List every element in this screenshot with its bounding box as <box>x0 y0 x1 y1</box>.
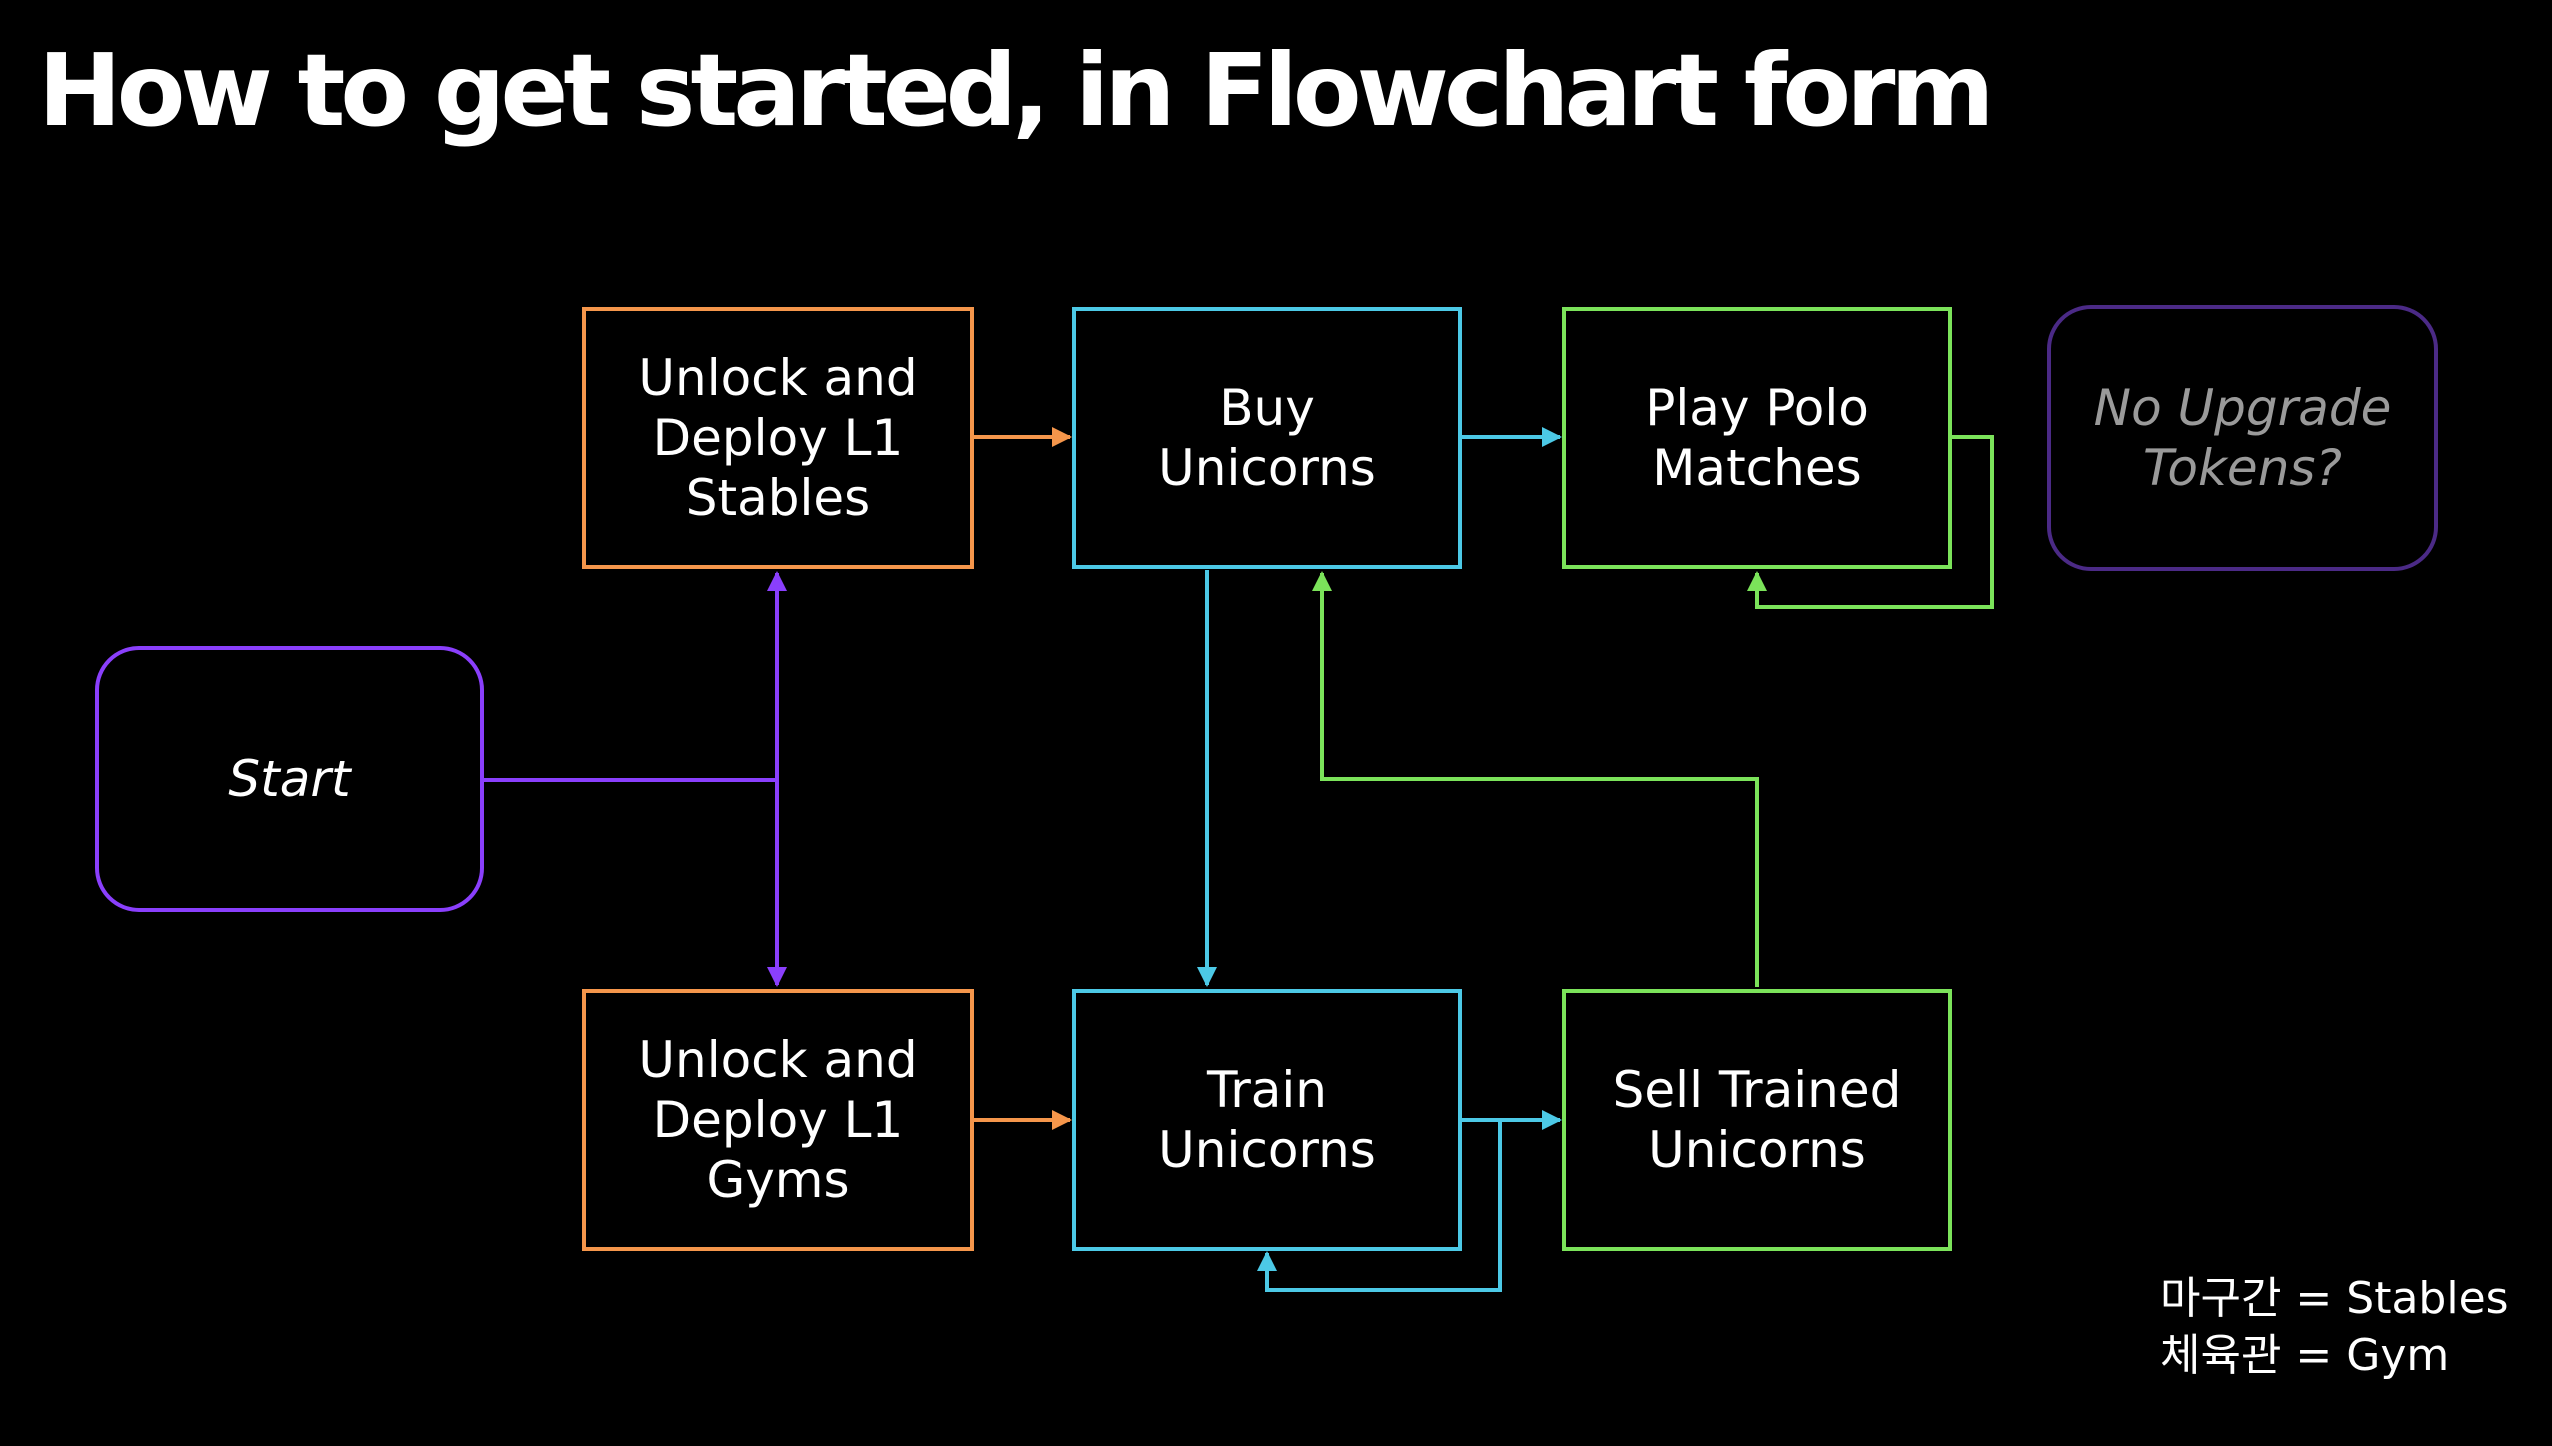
node-start-label: Start <box>228 750 351 808</box>
edge-sell-to-buy <box>1312 571 1759 987</box>
node-unlock-stables: Unlock and Deploy L1 Stables <box>582 307 974 569</box>
legend-stables: 마구간 = Stables <box>2160 1273 2509 1324</box>
node-buy-unicorns: Buy Unicorns <box>1072 307 1462 569</box>
node-play-polo: Play Polo Matches <box>1562 307 1952 569</box>
slide-title: How to get started, in Flowchart form <box>38 32 1995 149</box>
edge-train-loop <box>1257 1120 1502 1292</box>
node-unlock-gyms-label: Unlock and Deploy L1 Gyms <box>638 1031 918 1209</box>
node-no-upgrade-tokens: No Upgrade Tokens? <box>2047 305 2438 571</box>
node-unlock-stables-label: Unlock and Deploy L1 Stables <box>638 349 918 527</box>
node-unlock-gyms: Unlock and Deploy L1 Gyms <box>582 989 974 1251</box>
node-train-unicorns: Train Unicorns <box>1072 989 1462 1251</box>
node-train-unicorns-label: Train Unicorns <box>1158 1061 1376 1179</box>
node-start: Start <box>95 646 484 912</box>
legend-gym: 체육관 = Gym <box>2160 1330 2450 1382</box>
edge-polo-loop <box>1747 435 1994 609</box>
legend: 마구간 = Stables 체육관 = Gym <box>2160 1270 2509 1384</box>
node-play-polo-label: Play Polo Matches <box>1645 379 1869 497</box>
node-sell-trained-label: Sell Trained Unicorns <box>1612 1061 1902 1179</box>
node-sell-trained: Sell Trained Unicorns <box>1562 989 1952 1251</box>
node-no-upgrade-tokens-label: No Upgrade Tokens? <box>2093 379 2392 497</box>
node-buy-unicorns-label: Buy Unicorns <box>1158 379 1376 497</box>
